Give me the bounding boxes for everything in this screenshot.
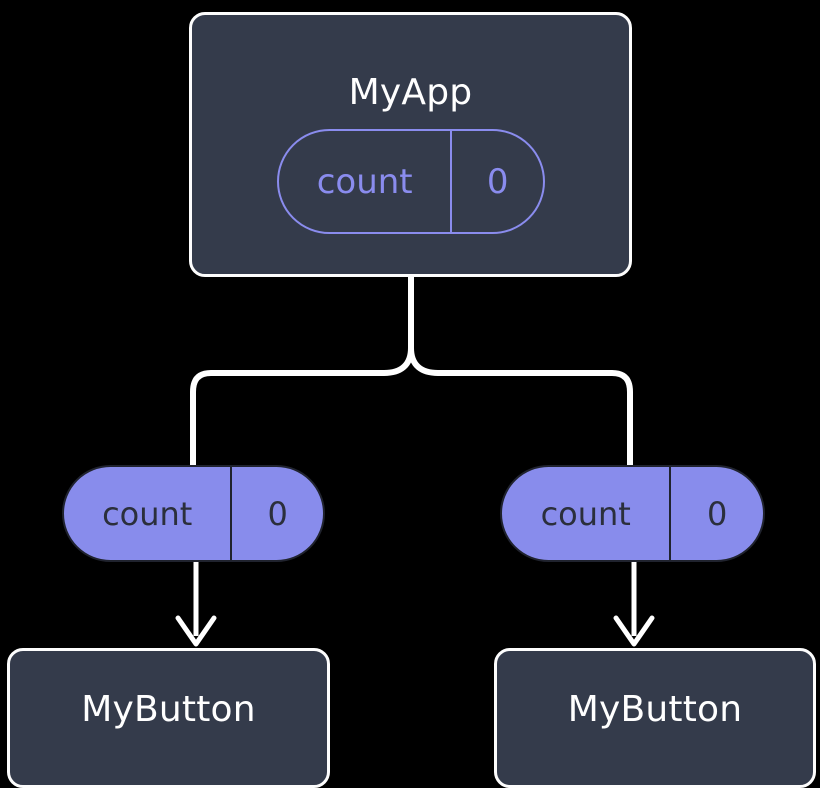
- edge-root-to-left-child: [190, 274, 414, 470]
- state-pill-left-child[interactable]: count 0: [62, 465, 325, 562]
- edge-root-to-right-child: [408, 345, 633, 470]
- diagram-canvas: MyApp count 0 count 0 MyButton count 0 M…: [7, 12, 816, 788]
- state-pill-left-child-key: count: [64, 467, 233, 560]
- node-mybutton-left[interactable]: MyButton: [7, 648, 330, 788]
- arrowhead-left: [175, 615, 217, 647]
- node-myapp-label: MyApp: [348, 72, 473, 113]
- state-pill-right-child[interactable]: count 0: [500, 465, 765, 562]
- connector-layer: [175, 274, 655, 647]
- node-mybutton-right-label: MyButton: [567, 689, 743, 730]
- node-mybutton-left-label: MyButton: [81, 689, 256, 730]
- state-pill-right-child-value: 0: [707, 494, 728, 533]
- state-pill-left-child-value: 0: [267, 494, 288, 533]
- arrowhead-right: [613, 615, 655, 647]
- state-pill-myapp[interactable]: count 0: [277, 129, 545, 234]
- state-pill-right-child-key: count: [502, 467, 672, 560]
- state-pill-myapp-value: 0: [486, 161, 509, 202]
- node-mybutton-right[interactable]: MyButton: [494, 648, 816, 788]
- state-pill-myapp-key: count: [279, 131, 453, 232]
